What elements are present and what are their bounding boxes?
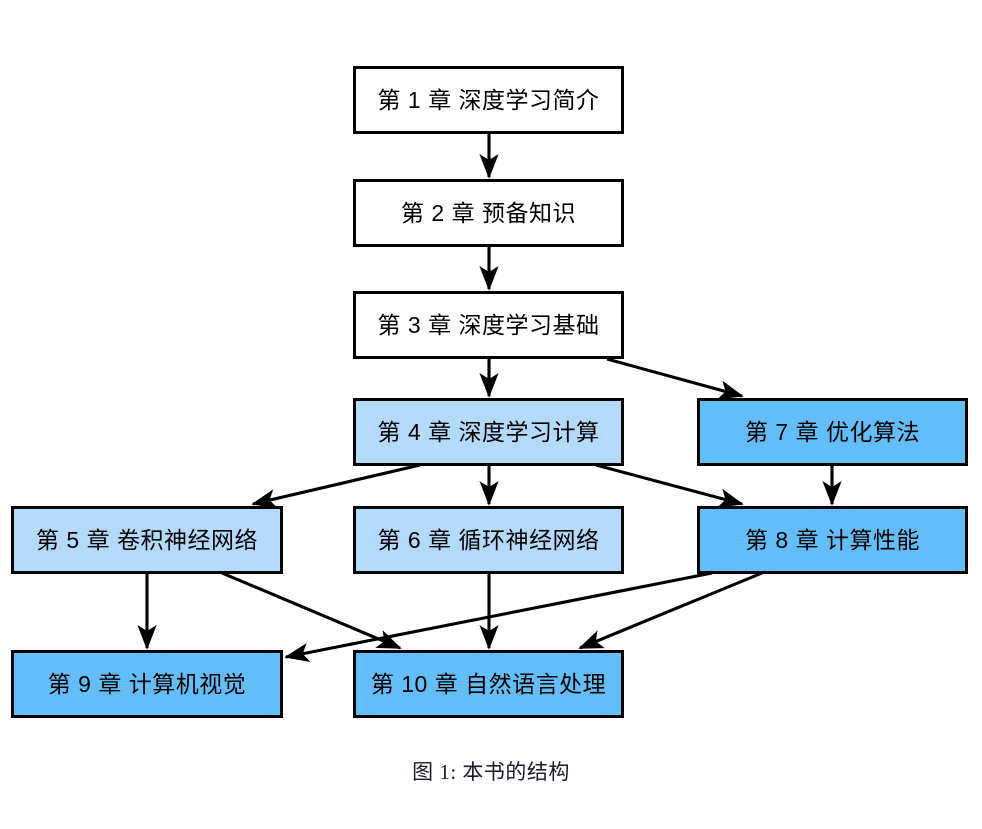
edge-ch3-to-ch7 xyxy=(606,357,744,400)
node-chapter-1[interactable]: 第 1 章 深度学习简介 xyxy=(353,66,624,134)
node-chapter-8-label: 第 8 章 计算性能 xyxy=(745,526,920,553)
edge-ch8-to-ch9 xyxy=(284,571,713,662)
node-chapter-2-label: 第 2 章 预备知识 xyxy=(401,199,576,226)
node-chapter-5-label: 第 5 章 卷积神经网络 xyxy=(36,526,258,553)
node-chapter-7[interactable]: 第 7 章 优化算法 xyxy=(697,398,968,466)
edge-ch8-to-ch10 xyxy=(578,571,763,650)
edge-ch4-to-ch5 xyxy=(251,463,421,509)
figure-caption: 图 1: 本书的结构 xyxy=(412,760,570,784)
node-chapter-1-label: 第 1 章 深度学习简介 xyxy=(377,86,600,113)
edge-ch4-to-ch8 xyxy=(595,463,744,508)
node-chapter-4[interactable]: 第 4 章 深度学习计算 xyxy=(353,398,624,466)
node-chapter-7-label: 第 7 章 优化算法 xyxy=(745,418,920,445)
node-chapter-9[interactable]: 第 9 章 计算机视觉 xyxy=(11,650,283,718)
node-chapter-10[interactable]: 第 10 章 自然语言处理 xyxy=(353,650,624,718)
node-chapter-10-label: 第 10 章 自然语言处理 xyxy=(370,670,607,697)
node-chapter-3[interactable]: 第 3 章 深度学习基础 xyxy=(353,291,624,359)
node-chapter-2[interactable]: 第 2 章 预备知识 xyxy=(353,179,624,247)
edge-ch5-to-ch10 xyxy=(221,571,402,650)
node-chapter-5[interactable]: 第 5 章 卷积神经网络 xyxy=(11,506,283,574)
node-chapter-6[interactable]: 第 6 章 循环神经网络 xyxy=(353,506,624,574)
node-chapter-3-label: 第 3 章 深度学习基础 xyxy=(377,311,600,338)
node-chapter-9-label: 第 9 章 计算机视觉 xyxy=(47,670,247,697)
node-chapter-6-label: 第 6 章 循环神经网络 xyxy=(377,526,600,553)
node-chapter-8[interactable]: 第 8 章 计算性能 xyxy=(697,506,968,574)
node-chapter-4-label: 第 4 章 深度学习计算 xyxy=(377,418,600,445)
